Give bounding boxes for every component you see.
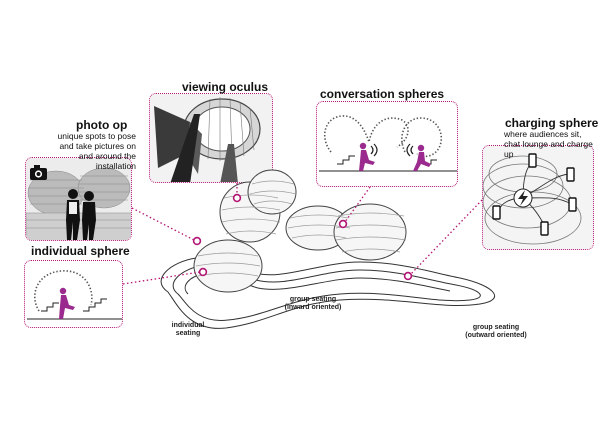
viewing-oculus-title: viewing oculus: [182, 80, 269, 94]
oculus-view-illustration: [150, 94, 272, 182]
individual-sphere-callout: [24, 260, 123, 328]
group-seating-outward-label: group seating (outward oriented): [465, 324, 527, 339]
photo-op-callout: [25, 157, 132, 241]
lightning-bolt-icon: [513, 188, 533, 208]
camera-icon: [30, 165, 47, 180]
viewing-oculus-callout: [149, 93, 273, 183]
smartphone-icon: [492, 153, 577, 236]
callout-markers: [192, 193, 413, 281]
conversation-spheres-callout: [316, 101, 458, 187]
conversation-spheres-title: conversation spheres: [320, 87, 445, 101]
charging-sphere-description: where audiences sit, chat lounge and cha…: [504, 129, 593, 159]
group-seating-inward-label: group seating (inward oriented): [284, 296, 342, 311]
conversation-illustration: [319, 115, 457, 172]
speaker-waves-icon: [370, 143, 414, 157]
individual-sphere-illustration: [27, 270, 122, 320]
charging-sphere-callout: [482, 145, 594, 250]
photo-op-illustration: [26, 158, 131, 240]
individual-sphere-title: individual sphere: [31, 244, 130, 258]
individual-seating-label: individual seating: [171, 322, 205, 337]
photo-op-description: unique spots to pose and take pictures o…: [57, 131, 136, 171]
charging-sphere-title: charging sphere: [505, 116, 599, 130]
photo-op-title: photo op: [76, 118, 128, 132]
charging-illustration: [483, 146, 593, 249]
